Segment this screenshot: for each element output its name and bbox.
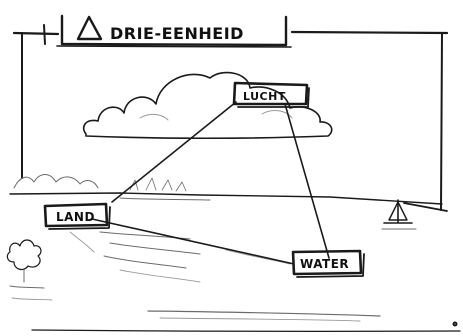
- horizon: [9, 174, 443, 205]
- connection-land-water: [91, 218, 295, 265]
- node-lucht-label: LUCHT: [243, 90, 286, 103]
- page-title: DRIE-EENHEID: [110, 24, 244, 43]
- connections: [91, 101, 330, 265]
- water-ripples: [69, 231, 291, 283]
- title-banner: DRIE-EENHEID: [56, 14, 292, 48]
- node-land: LAND: [43, 202, 111, 230]
- connection-lucht-land: [111, 101, 237, 203]
- vegetation-drawing: [6, 239, 53, 301]
- ground-line: [31, 310, 461, 333]
- node-water-label: WATER: [300, 257, 349, 271]
- frame: [12, 24, 449, 212]
- connection-lucht-water: [284, 103, 330, 259]
- triangle-icon: [76, 15, 103, 41]
- node-water: WATER: [291, 249, 365, 278]
- node-land-label: LAND: [56, 210, 95, 224]
- node-lucht: LUCHT: [232, 81, 310, 108]
- cloud-drawing: [82, 71, 333, 140]
- sailboat-drawing: [381, 199, 417, 230]
